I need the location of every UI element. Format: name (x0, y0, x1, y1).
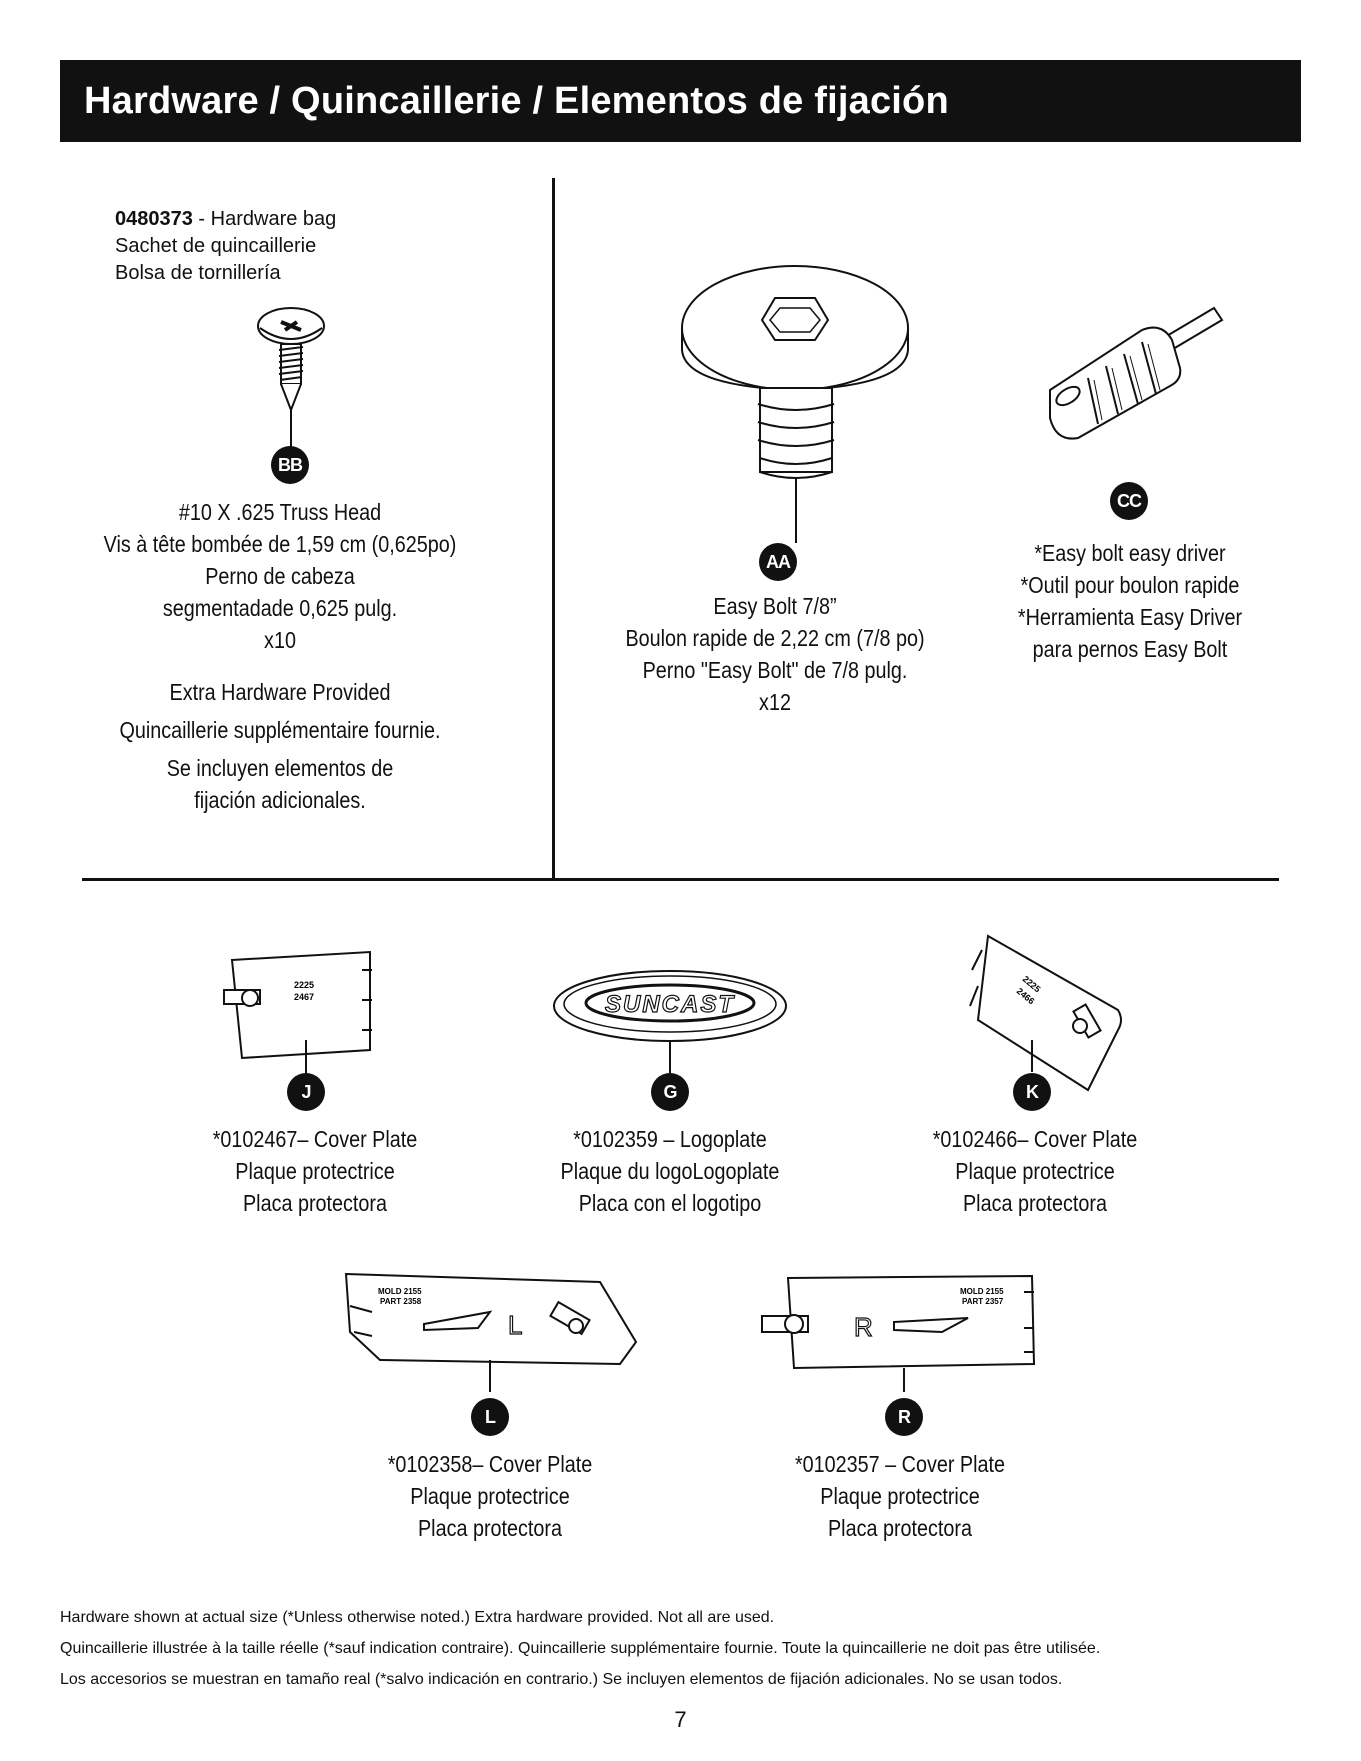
aa-line-1: Easy Bolt 7/8” (713, 593, 837, 619)
g-line-3: Placa con el logotipo (578, 1190, 762, 1216)
easy-bolt-icon (680, 258, 910, 543)
logoplate-text: SUNCAST (605, 991, 735, 1018)
cover-plate-k-icon: 2225 2466 (968, 930, 1128, 1090)
cover-plate-r-icon: R MOLD 2155 PART 2357 (758, 1272, 1038, 1392)
bb-line-5: x10 (264, 627, 296, 653)
vertical-divider (552, 178, 555, 880)
l-line-3: Placa protectora (417, 1515, 563, 1541)
bb-line-4: segmentadade 0,625 pulg. (162, 595, 398, 621)
l-line-1: *0102358– Cover Plate (387, 1451, 593, 1477)
j-line-2: Plaque protectrice (235, 1158, 395, 1184)
bag-name-fr: Sachet de quincaillerie (115, 235, 317, 257)
j-mold-2: 2467 (294, 992, 314, 1002)
bb-line-1: #10 X .625 Truss Head (178, 499, 382, 525)
bb-line-2: Vis à tête bombée de 1,59 cm (0,625po) (103, 531, 457, 557)
j-mold-1: 2225 (294, 980, 314, 990)
footer-note-en: Hardware shown at actual size (*Unless o… (60, 1609, 775, 1626)
r-mold-1: MOLD 2155 (960, 1287, 1004, 1296)
badge-g: G (651, 1073, 689, 1111)
l-line-2: Plaque protectrice (410, 1483, 570, 1509)
extra-hardware-en: Extra Hardware Provided (169, 679, 391, 705)
footer-note-es: Los accesorios se muestran en tamaño rea… (60, 1671, 1063, 1688)
j-line-3: Placa protectora (242, 1190, 388, 1216)
l-mold-1: MOLD 2155 (378, 1287, 422, 1296)
badge-cc: CC (1110, 482, 1148, 520)
r-plate-letter: R (854, 1312, 873, 1342)
bag-name-es: Bolsa de tornillería (115, 262, 281, 284)
l-mold-2: PART 2358 (380, 1297, 422, 1306)
k-line-2: Plaque protectrice (955, 1158, 1115, 1184)
logoplate-icon: SUNCAST (550, 968, 790, 1073)
cover-plate-j-icon: 2225 2467 (220, 950, 372, 1080)
cc-line-3: *Herramienta Easy Driver (1017, 604, 1243, 630)
bag-name-en: - Hardware bag (192, 208, 337, 230)
badge-aa: AA (759, 543, 797, 581)
l-description: *0102358– Cover Plate Plaque protectrice… (361, 1448, 619, 1544)
page-header: Hardware / Quincaillerie / Elementos de … (60, 60, 1301, 142)
j-description: *0102467– Cover Plate Plaque protectrice… (186, 1123, 444, 1219)
footer-notes: Hardware shown at actual size (*Unless o… (60, 1602, 1100, 1695)
badge-k: K (1013, 1073, 1051, 1111)
g-line-1: *0102359 – Logoplate (573, 1126, 767, 1152)
g-line-2: Plaque du logoLogoplate (560, 1158, 780, 1184)
cc-line-1: *Easy bolt easy driver (1034, 540, 1226, 566)
bag-part-number: 0480373 (115, 208, 193, 230)
footer-note-fr: Quincaillerie illustrée à la taille réel… (60, 1640, 1101, 1657)
r-line-2: Plaque protectrice (820, 1483, 980, 1509)
aa-description: Easy Bolt 7/8” Boulon rapide de 2,22 cm … (594, 590, 955, 718)
truss-head-screw-icon (255, 300, 325, 450)
j-line-1: *0102467– Cover Plate (212, 1126, 418, 1152)
k-line-3: Placa protectora (962, 1190, 1108, 1216)
cc-line-4: para pernos Easy Bolt (1032, 636, 1228, 662)
page-number: 7 (674, 1707, 687, 1732)
page-title: Hardware / Quincaillerie / Elementos de … (84, 79, 949, 122)
extra-hardware-es-1: Se incluyen elementos de (166, 755, 394, 781)
r-line-1: *0102357 – Cover Plate (794, 1451, 1006, 1477)
bb-line-3: Perno de cabeza (205, 563, 355, 589)
extra-hardware-es-2: fijación adicionales. (194, 787, 366, 813)
k-line-1: *0102466– Cover Plate (932, 1126, 1138, 1152)
badge-bb: BB (271, 446, 309, 484)
badge-j: J (287, 1073, 325, 1111)
extra-hardware-fr: Quincaillerie supplémentaire fournie. (119, 717, 441, 743)
badge-l: L (471, 1398, 509, 1436)
aa-line-3: Perno "Easy Bolt" de 7/8 pulg. (642, 657, 908, 683)
bb-description: #10 X .625 Truss Head Vis à tête bombée … (99, 496, 460, 816)
badge-r: R (885, 1398, 923, 1436)
horizontal-divider (82, 878, 1279, 881)
l-plate-letter: L (508, 1310, 522, 1340)
cc-description: *Easy bolt easy driver *Outil pour boulo… (967, 537, 1294, 665)
r-mold-2: PART 2357 (962, 1297, 1004, 1306)
aa-line-4: x12 (759, 689, 791, 715)
cover-plate-l-icon: L MOLD 2155 PART 2358 (340, 1272, 640, 1392)
hardware-bag-label: 0480373 - Hardware bag Sachet de quincai… (115, 206, 336, 287)
r-line-3: Placa protectora (827, 1515, 973, 1541)
aa-line-2: Boulon rapide de 2,22 cm (7/8 po) (625, 625, 925, 651)
r-description: *0102357 – Cover Plate Plaque protectric… (771, 1448, 1029, 1544)
cc-line-2: *Outil pour boulon rapide (1020, 572, 1240, 598)
easy-driver-icon (1042, 300, 1227, 440)
g-description: *0102359 – Logoplate Plaque du logoLogop… (541, 1123, 799, 1219)
k-description: *0102466– Cover Plate Plaque protectrice… (906, 1123, 1164, 1219)
